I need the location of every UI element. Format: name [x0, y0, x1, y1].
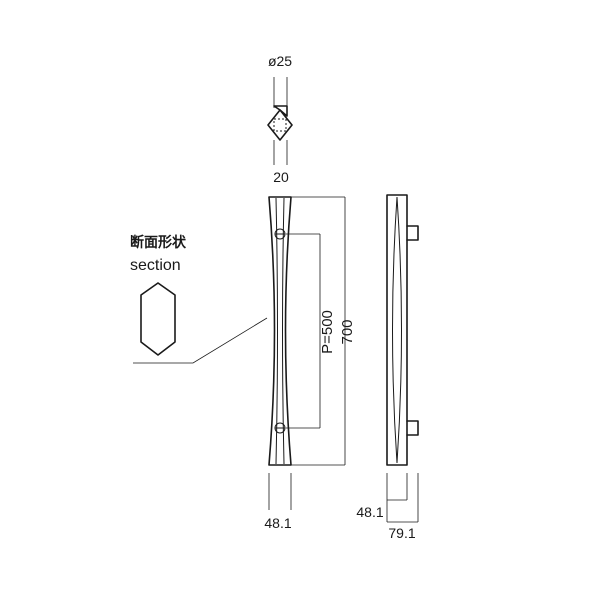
side-view: 48.1 79.1	[356, 194, 419, 541]
section-title-jp: 断面形状	[130, 234, 187, 250]
side-handle-body	[386, 194, 408, 466]
width-label-top: 20	[273, 169, 289, 185]
side-depth-outer-label: 79.1	[388, 525, 415, 541]
diameter-label: ø25	[268, 53, 292, 69]
lower-standoff	[406, 420, 419, 436]
section-leader-line	[133, 317, 268, 364]
side-facet-right	[396, 196, 402, 464]
upper-standoff	[406, 225, 419, 241]
handle-outline	[268, 196, 292, 466]
side-facet-left	[392, 196, 398, 464]
section-hexagon-icon	[140, 282, 176, 356]
front-width-label: 48.1	[264, 515, 291, 531]
post-diamond	[267, 109, 293, 141]
front-view: P=500 700 48.1	[264, 196, 356, 531]
section-title-en: section	[130, 257, 181, 274]
pitch-label: P=500	[319, 310, 336, 354]
handle-ridge-left	[275, 197, 278, 465]
section-callout: 断面形状 section	[130, 234, 268, 364]
post-top-shape	[273, 105, 288, 117]
post-inner-square	[273, 118, 287, 132]
top-view: ø25 20	[267, 53, 293, 185]
side-depth-inner-label: 48.1	[356, 504, 383, 520]
handle-ridge-right	[282, 197, 285, 465]
length-label: 700	[339, 319, 356, 344]
